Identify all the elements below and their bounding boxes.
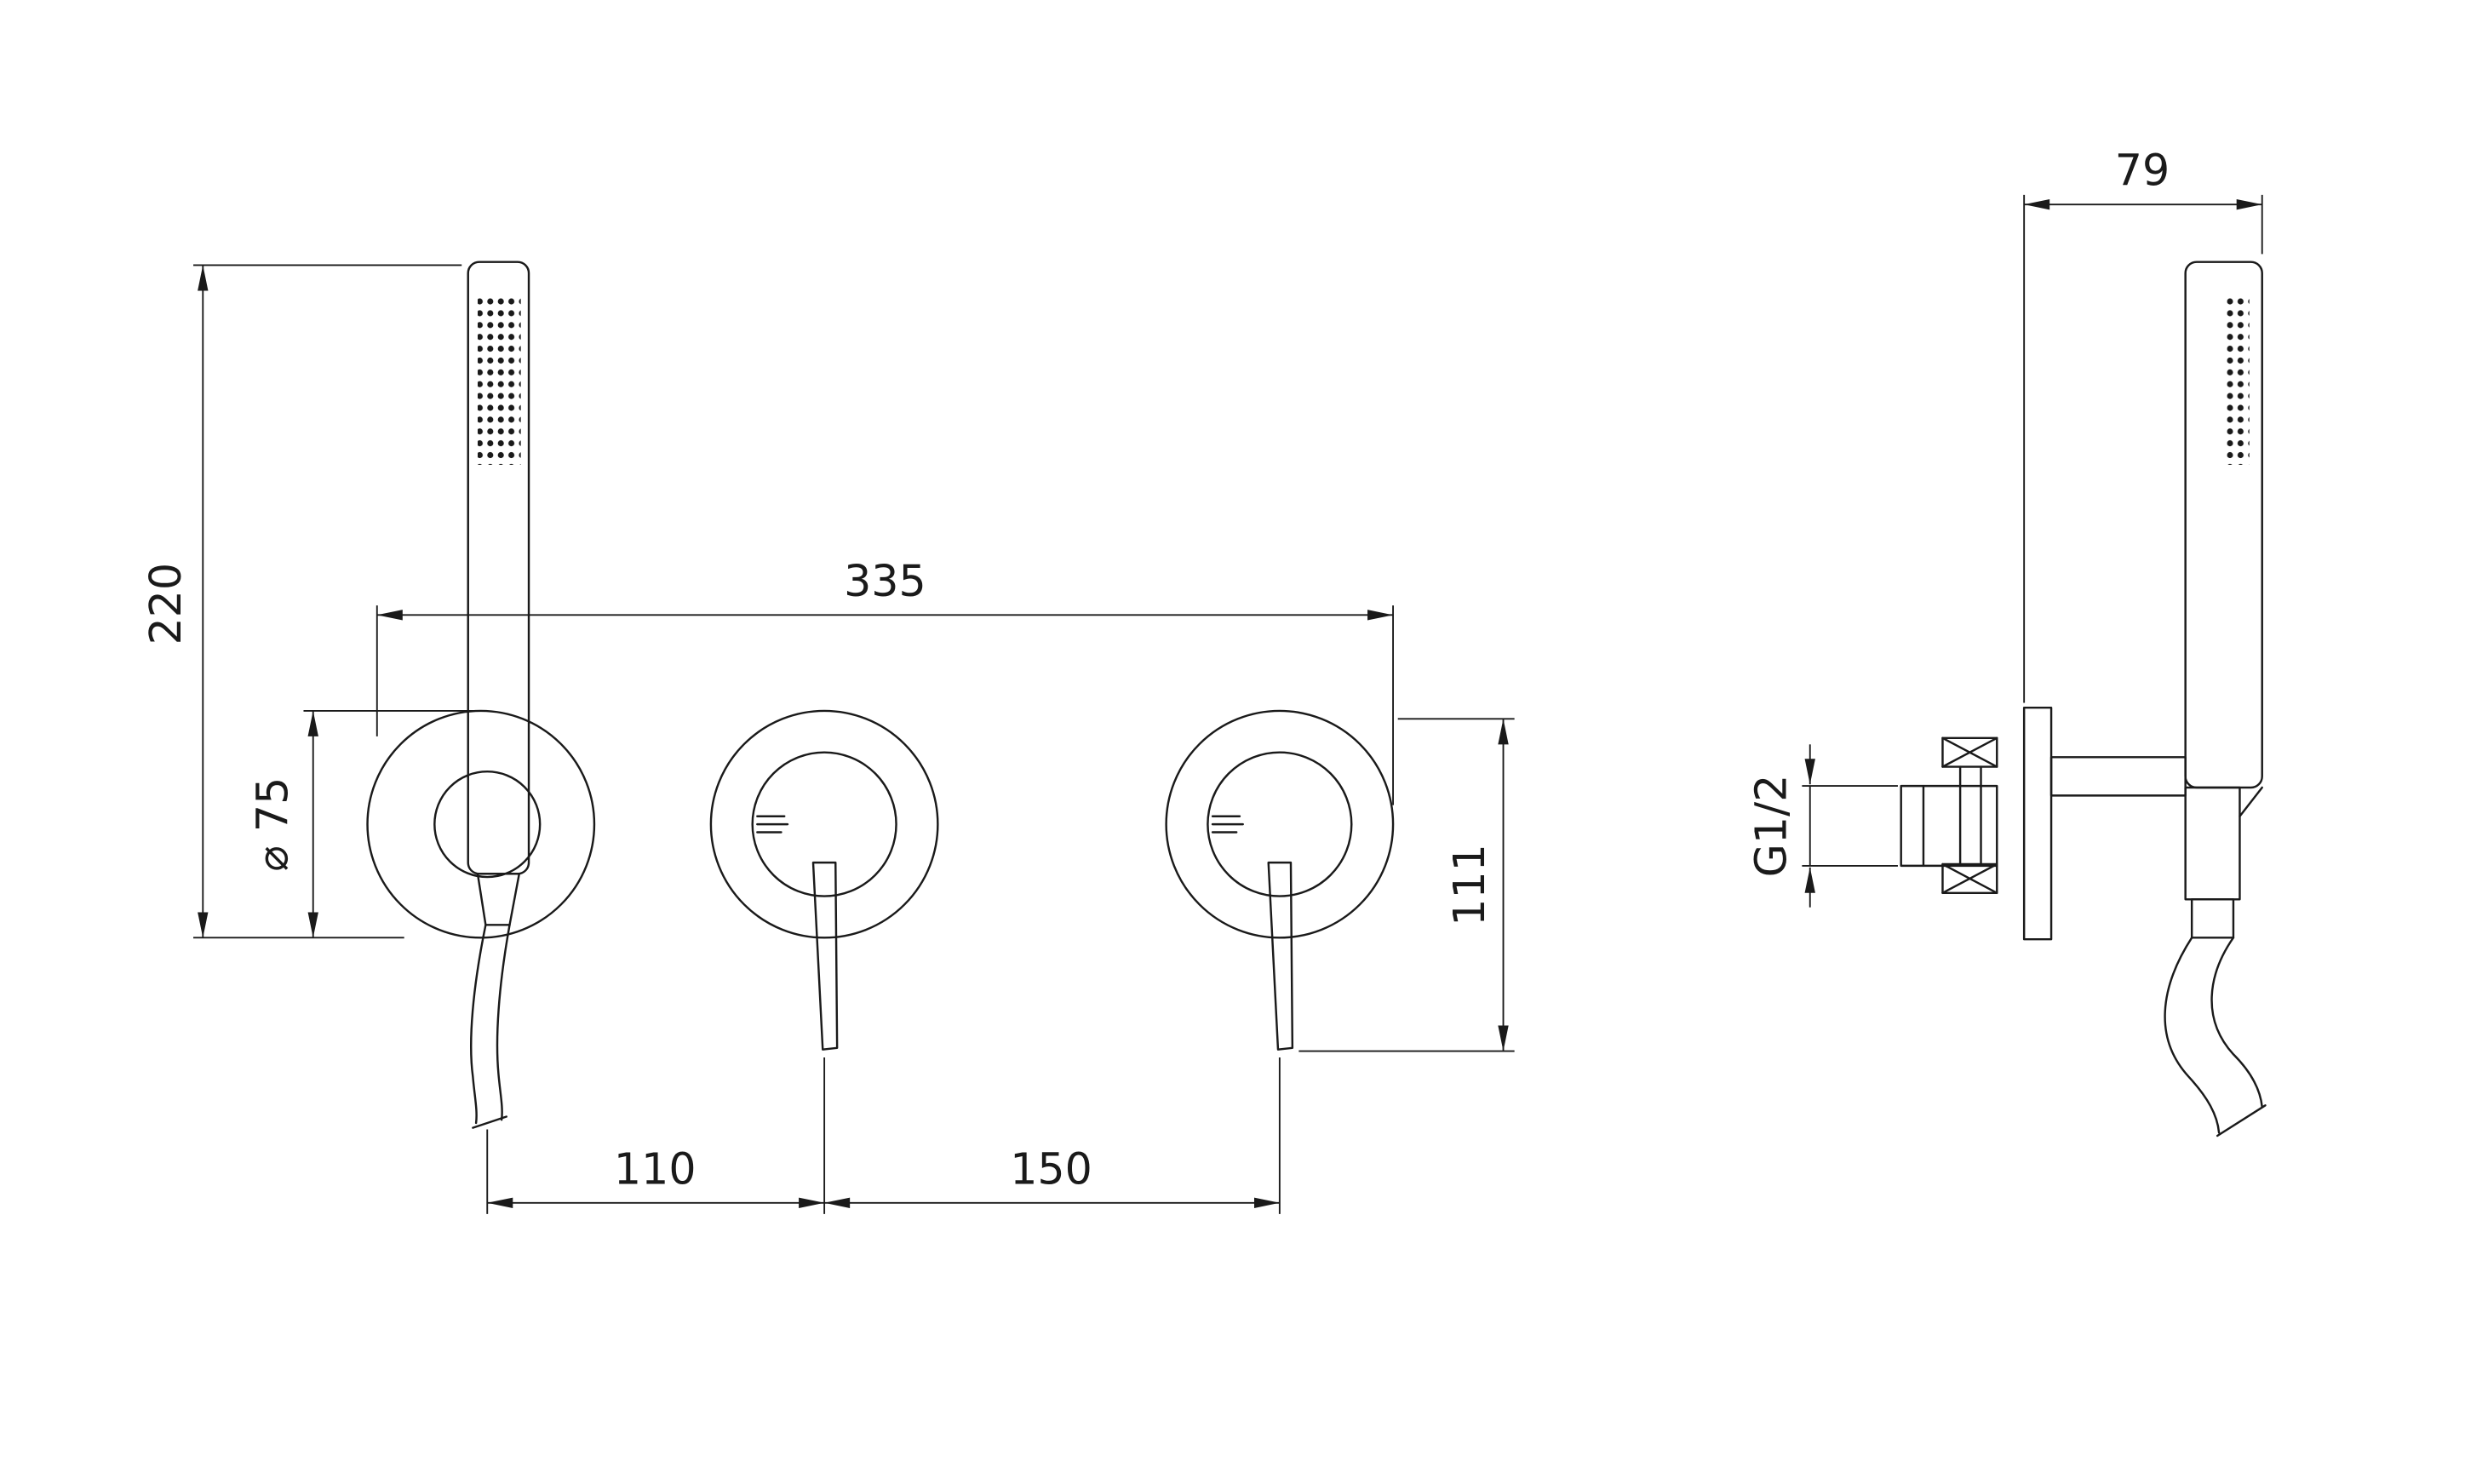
handshower-front [467,261,530,1129]
trim-inner [1207,751,1353,897]
hose-cut-end [472,1115,507,1129]
dim-label-diameter-75: ⌀ 75 [248,777,298,872]
front-view: 220 335 ⌀ 75 111 110 150 [140,261,1515,1214]
handshower-side [2164,261,2267,1137]
mounting-tab-bottom [1941,862,1998,895]
dim-label-150: 150 [1010,1143,1092,1194]
tab-hatch [1941,736,1998,768]
handle-side [2184,786,2241,901]
hose-connector-side [2190,898,2235,939]
dim-label-335: 335 [844,556,926,606]
dim-label-220: 220 [140,563,191,645]
hose-cone-fitting [476,873,520,926]
trim-outer [709,709,939,939]
hose-cut-end-side [2216,1104,2267,1137]
side-dimensions: 79 G1/2 [1746,146,2263,908]
lever-handle [1267,861,1294,1051]
holder-ring [433,770,542,879]
hose-right-edge [496,924,511,1121]
side-view: 79 G1/2 [1746,146,2267,1137]
wall-plate [2022,706,2053,941]
lever-handle [811,861,839,1051]
valve-trim-left [709,709,939,1051]
hose-left-edge-side [2164,937,2221,1134]
holder-arm [2049,756,2187,797]
spray-face-dots-side [2227,295,2250,465]
dim-label-110: 110 [614,1143,697,1194]
dim-label-g12: G1/2 [1746,775,1797,878]
mounting-tab-top [1941,736,1998,768]
inlet-body [1900,784,1998,868]
handshower-body-side [2184,261,2263,789]
wall-mount-side [1900,706,2187,941]
handle-taper [2239,786,2263,817]
escutcheon-holder [366,709,596,939]
trim-outer [1165,709,1395,939]
escutcheon-outer [366,709,596,939]
front-dimensions: 220 335 ⌀ 75 111 110 150 [140,264,1515,1214]
trim-inner [751,751,897,897]
dim-label-79: 79 [2115,146,2170,196]
hose-left-edge [470,924,487,1125]
dim-label-111: 111 [1444,844,1494,926]
hose-right-edge-side [2210,937,2263,1109]
spray-face-dots [477,295,521,465]
valve-trim-right [1165,709,1395,1051]
tab-hatch [1941,862,1998,895]
